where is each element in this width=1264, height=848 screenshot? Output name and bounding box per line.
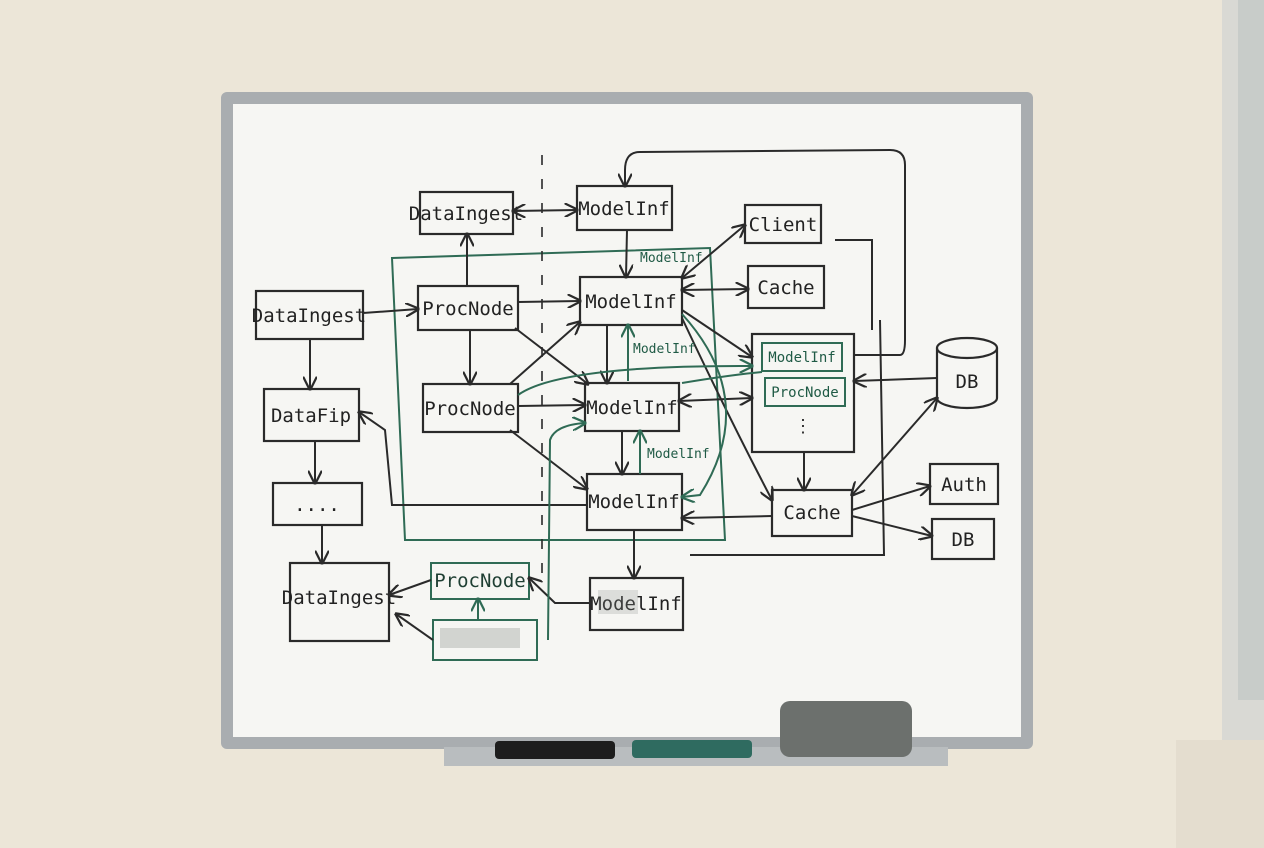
node-modelinf-a: ModelInf	[585, 291, 677, 313]
node-auth: Auth	[941, 474, 987, 496]
edge-db-to-stack	[854, 378, 938, 381]
edge-modelinf-b-stack	[679, 398, 752, 401]
stack-dots: ⋮	[794, 416, 812, 437]
edge-modelinf-top-to-modelinf-a	[626, 229, 627, 277]
edge-green-erased-to-modelinf-b	[547, 423, 585, 641]
node-box-dataingest-bottom	[288, 561, 391, 643]
edge-dataingest-left-to-procnode-a	[362, 309, 418, 313]
erased-smudge	[440, 628, 520, 648]
edge-procnode-a-to-modelinf-a	[517, 301, 580, 302]
node-procnode-green: ProcNode	[434, 570, 526, 592]
edge-client-side	[835, 239, 873, 330]
node-client: Client	[749, 214, 818, 236]
node-procnode-b: ProcNode	[424, 398, 516, 420]
edge-procnode-b-to-modelinf-b	[517, 405, 585, 406]
node-stack-procnode: ProcNode	[771, 385, 838, 401]
node-ellipsis: ....	[294, 494, 340, 516]
node-modelinf-c: ModelInf	[588, 491, 680, 513]
edge-erased-to-dataingest-bottom	[396, 614, 434, 641]
edge-modelinf-bottom-to-procnode-green	[529, 578, 590, 604]
window-sill	[1176, 740, 1264, 848]
node-procnode-a: ProcNode	[422, 298, 514, 320]
edge-cache-bottom-to-modelinf-c	[682, 516, 773, 518]
node-dataingest-left: DataIngest	[252, 305, 366, 327]
edge-cache-bottom-to-auth	[851, 486, 930, 511]
node-cache-top: Cache	[757, 277, 814, 299]
edge-modelinf-a-to-stack	[681, 309, 752, 357]
edge-cache-bottom-to-db-bottom	[851, 515, 932, 536]
node-modelinf-b: ModelInf	[586, 397, 678, 419]
edge-label-modelinf-2: ModelInf	[647, 447, 710, 462]
db-top-cap	[935, 336, 999, 360]
edge-modelinf-a-to-cache-bottom	[681, 317, 772, 500]
edge-procnode-b-to-modelinf-c	[509, 429, 587, 489]
edge-label-modelinf-3: ModelInf	[640, 251, 703, 266]
node-dataingest-top: DataIngest	[409, 203, 523, 225]
edge-modelinf-a-cache-top	[682, 289, 748, 290]
edge-cache-bottom-db-top	[852, 398, 937, 495]
node-modelinf-top: ModelInf	[578, 198, 670, 220]
edge-stack-loop-to-modelinf-top	[625, 148, 906, 356]
black-marker[interactable]	[495, 741, 615, 759]
edge-green-modelinf-a-to-modelinf-c	[682, 313, 727, 497]
green-cluster-boundary	[390, 246, 727, 541]
eraser[interactable]	[780, 701, 912, 757]
node-dataingest-bottom: DataIngest	[282, 587, 396, 609]
edge-green-procnode-b-to-stack	[517, 366, 752, 396]
edge-label-modelinf-1: ModelInf	[633, 342, 696, 357]
erased-smudge-2	[598, 590, 638, 614]
node-db-bottom: DB	[952, 529, 975, 551]
green-marker[interactable]	[632, 740, 752, 758]
edge-procnode-b-to-modelinf-a	[509, 322, 580, 385]
node-cache-bottom: Cache	[783, 502, 840, 524]
edge-procnode-a-to-modelinf-b	[514, 327, 588, 384]
window-glass	[1238, 0, 1264, 700]
node-stack-modelinf: ModelInf	[768, 350, 835, 366]
edge-dataingest-modelinf-top	[513, 210, 577, 211]
node-box-cache-bottom	[770, 488, 854, 538]
edge-green-modelinf-b-to-stack	[681, 371, 763, 384]
edge-modelinf-a-client	[682, 225, 745, 278]
edge-procnode-green-to-dataingest-bottom	[389, 579, 432, 595]
node-box-stack-modelinf	[761, 342, 843, 372]
node-datafip: DataFip	[271, 405, 351, 427]
node-box-stack-procnode	[764, 377, 846, 407]
edge-right-rail	[690, 319, 886, 556]
node-db-top: DB	[956, 371, 979, 393]
node-modelinf-bottom: ModelInf	[590, 593, 682, 615]
edge-modelinf-c-to-datafip	[359, 412, 587, 506]
